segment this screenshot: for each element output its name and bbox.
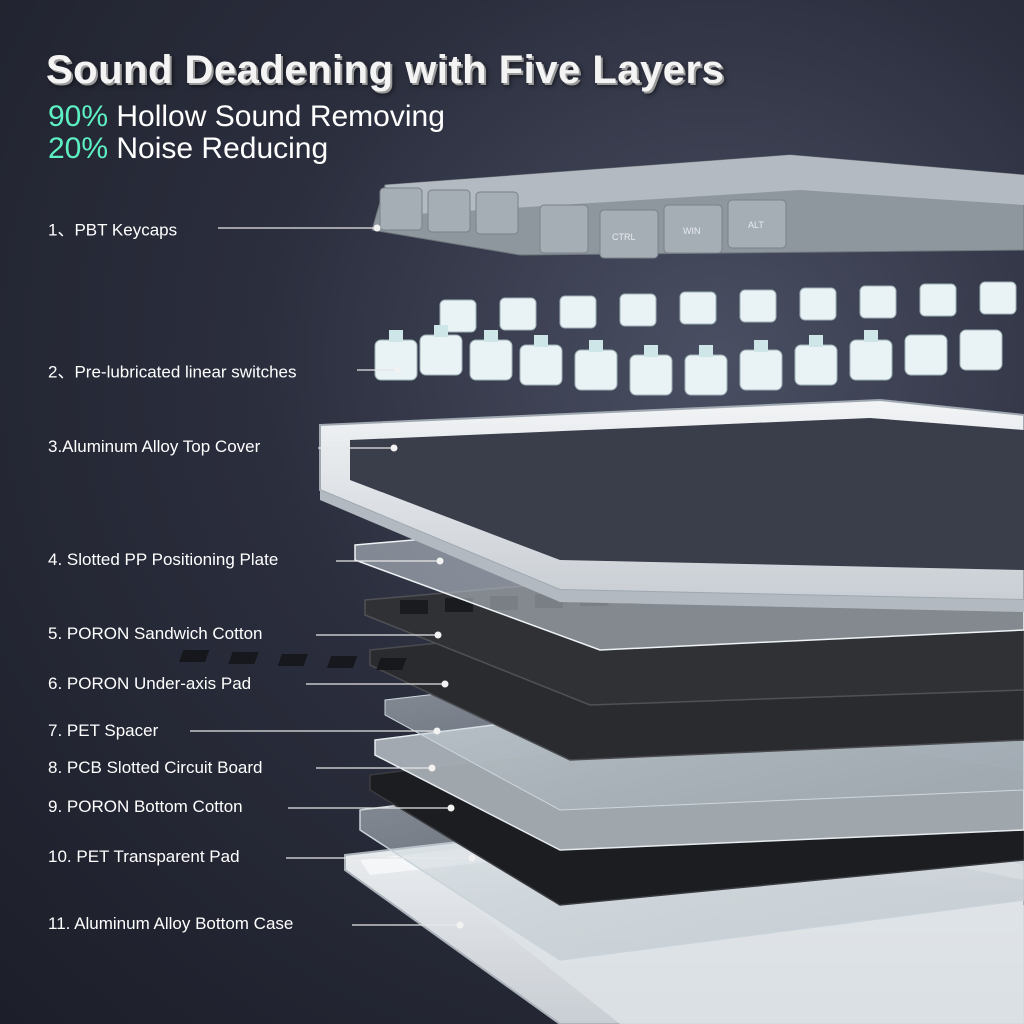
keycap-legend-win: WIN [683, 226, 701, 236]
layer-label-under-axis-pad: 6. PORON Under-axis Pad [48, 674, 252, 693]
stat-hollow-sound: 90% Hollow Sound Removing [48, 100, 445, 134]
layer-label-positioning-plate: 4. Slotted PP Positioning Plate [48, 550, 279, 569]
layer-label-bottom-cotton: 9. PORON Bottom Cotton [48, 797, 243, 816]
pbt-keycaps-layer: CTRL WIN ALT [371, 154, 1024, 259]
layer-label-sandwich-cotton: 5. PORON Sandwich Cotton [48, 624, 263, 643]
layer-label-pcb: 8. PCB Slotted Circuit Board [48, 758, 263, 777]
keycap-legend-ctrl: CTRL [612, 232, 636, 242]
page-title: Sound Deadening with Five Layers [46, 48, 725, 92]
stat-text: Noise Reducing [108, 132, 329, 165]
layer-label-pet-spacer: 7. PET Spacer [48, 721, 159, 740]
linear-switches-layer [374, 281, 1017, 396]
layer-label-top-cover: 3.Aluminum Alloy Top Cover [48, 437, 261, 456]
stat-noise: 20% Noise Reducing [48, 132, 328, 166]
aluminum-top-cover-layer [319, 398, 1024, 612]
leader-lines [190, 227, 472, 926]
layer-label-bottom-case: 11. Aluminum Alloy Bottom Case [48, 914, 294, 933]
stat-percent: 20% [48, 132, 109, 165]
layer-label-switches: 2、Pre-lubricated linear switches [48, 362, 297, 382]
keycap-legend-alt: ALT [748, 220, 764, 230]
stat-percent: 90% [48, 100, 109, 133]
layer-label-keycaps: 1、PBT Keycaps [48, 220, 178, 240]
stat-text: Hollow Sound Removing [108, 100, 445, 133]
leader-dots [373, 224, 476, 929]
layer-label-transparent-pad: 10. PET Transparent Pad [48, 847, 240, 866]
